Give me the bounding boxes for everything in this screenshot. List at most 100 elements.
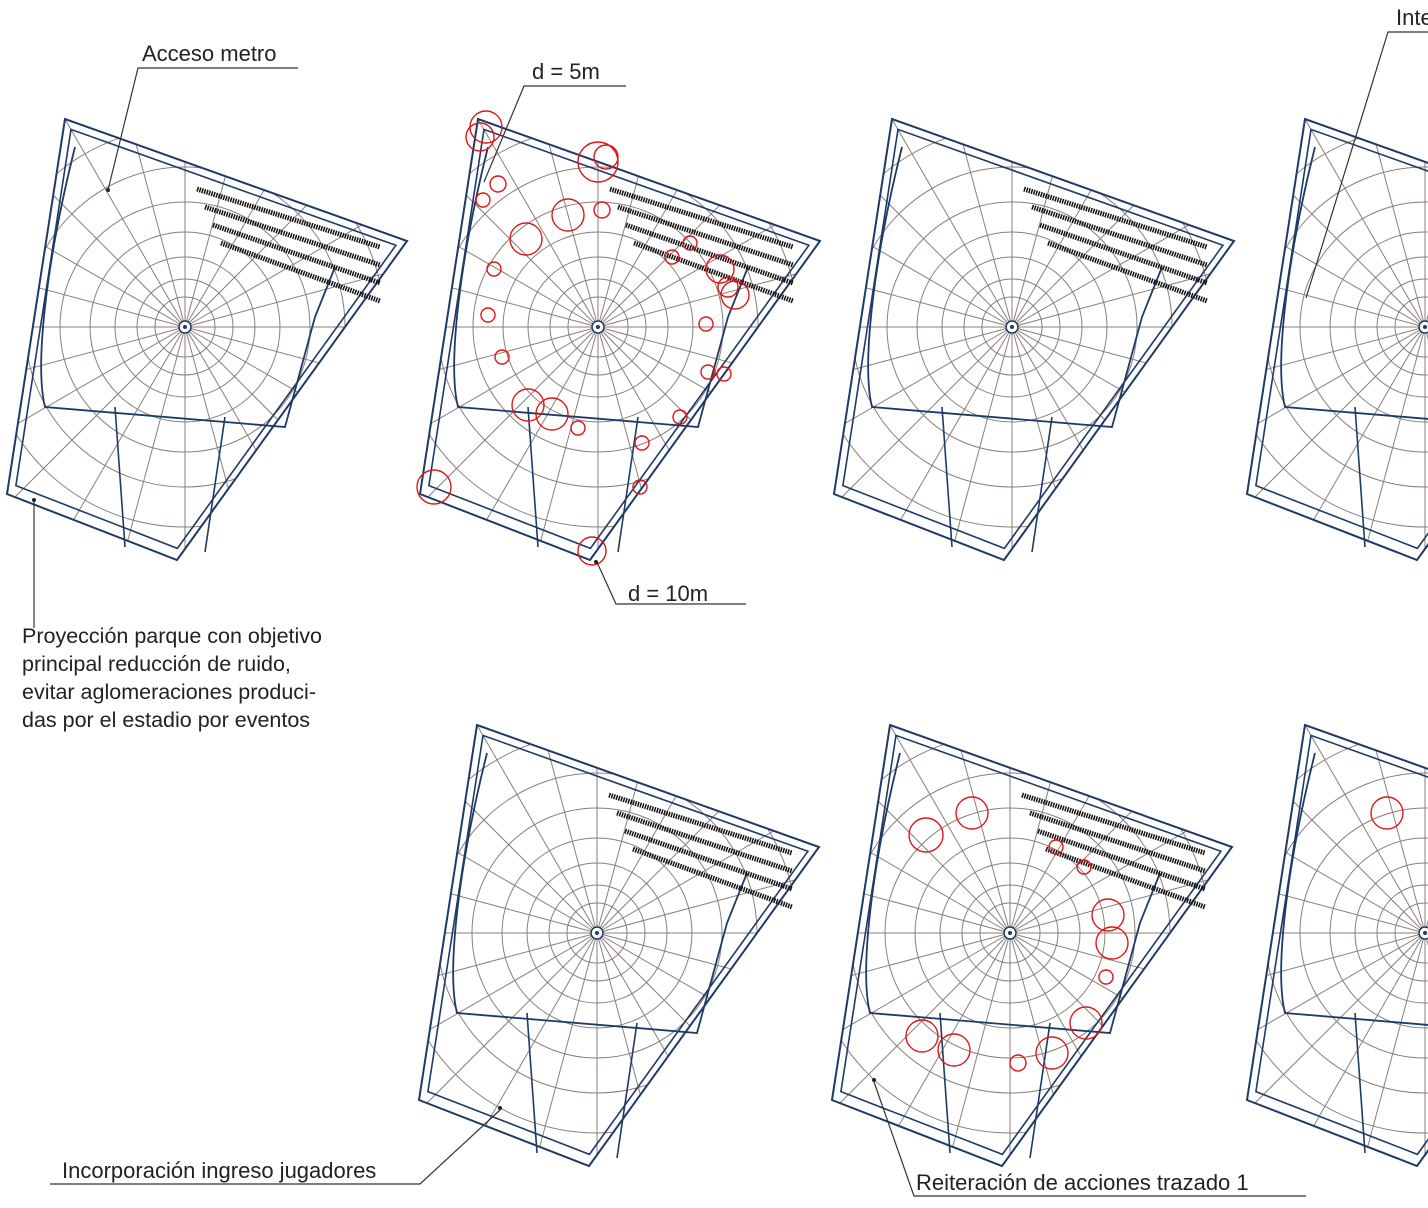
leader-dot-proyeccion [32,498,36,502]
seating-row [204,204,381,268]
center-dot [1423,931,1427,935]
intervention-circle [1035,1036,1069,1070]
walking-path [40,146,336,428]
intervention-circle [717,276,739,298]
plan-panel [832,117,1236,562]
intervention-circle [908,817,944,853]
label-inte: Inte [1396,5,1428,30]
description-line: evitar aglomeraciones produci- [22,680,316,704]
web-ring [527,256,669,398]
intervention-circle [486,261,502,277]
web-ring [548,884,646,982]
intervention-circle [632,479,648,495]
intervention-circle [1091,898,1125,932]
web-ray [7,119,186,328]
walking-path [941,406,953,548]
intervention-circle [937,1033,971,1067]
web-ring [471,807,723,1059]
web-ring [1329,231,1428,423]
intervention-circle [634,435,650,451]
plan-panels [5,110,1428,1168]
intervention-circle [1009,1054,1027,1072]
seating-row [617,204,794,268]
web-ring [526,862,668,1004]
panel-boundary [5,117,409,562]
panel-inner-boundary [840,734,1223,1156]
intervention-circle [570,420,586,436]
walking-path [867,146,1163,428]
leader-dot-incorporacion [498,1106,502,1110]
seating-row [1045,846,1206,910]
center-dot [595,931,599,935]
panel-inner-boundary [15,128,398,550]
seating-row [1047,240,1208,304]
seating-row [1021,792,1206,856]
leader-dot-reiteracion [872,1078,876,1082]
web-ring [961,884,1059,982]
web-ring [1354,256,1428,398]
walking-path [527,406,539,548]
intervention-circle [720,280,750,310]
seating-row [633,240,794,304]
seating-row [616,810,793,874]
intervention-circle [535,397,569,431]
walking-path [865,752,1161,1034]
walking-path [1354,1012,1366,1154]
intervention-circle [593,201,611,219]
intervention-circle [480,307,496,323]
seating-row [1023,186,1208,250]
web-ring [1376,278,1428,376]
walking-path [1031,416,1053,553]
panel-inner-boundary [428,128,811,550]
label-d5: d = 5m [532,59,600,84]
panel-boundary [418,117,822,562]
seating-row [1029,810,1206,874]
seating-row [212,222,381,286]
seating-row [1037,828,1206,892]
web-ray [7,166,186,328]
web-ring [979,902,1041,964]
web-ring [1354,862,1428,1004]
intervention-circle [494,349,510,365]
leader-dots [32,188,876,1110]
panel-web [832,725,1232,1166]
center-dot [1423,325,1427,329]
walking-path [1029,1022,1051,1159]
intervention-circle [577,536,607,566]
walking-path [526,1012,538,1154]
intervention-circle [1095,926,1129,960]
panel-boundary [1245,723,1428,1168]
label-acceso-metro: Acceso metro [142,41,277,66]
leader-lines [33,31,1428,1197]
web-ring [963,278,1061,376]
description-line: principal reducción de ruido, [22,652,291,676]
intervention-circle [1370,796,1404,830]
leader-d10 [595,559,746,605]
leader-d5 [483,85,626,183]
web-ring [114,256,256,398]
intervention-circle [1098,969,1114,985]
description-line: Proyección parque con objetivo [22,624,322,648]
leader-dot-d10 [594,560,598,564]
panel-inner-boundary [842,128,1225,550]
intervention-circle [705,254,735,284]
seating-row [1039,222,1208,286]
seating-row [220,240,381,304]
plan-panel [417,723,821,1168]
web-ring [1394,902,1428,964]
walking-path [939,1012,951,1154]
web-ring [567,296,629,358]
leader-dot-metro [106,188,110,192]
center-dot [183,325,187,329]
walking-path [204,416,226,553]
intervention-circle [672,409,688,425]
leader-inte [1305,31,1428,299]
intervention-circle [955,796,989,830]
center-dot [1010,325,1014,329]
web-ring [549,278,647,376]
panel-inner-boundary [427,734,810,1156]
intervention-circle [475,192,491,208]
web-ring [1299,201,1428,453]
web-ring [472,201,724,453]
web-ring [941,256,1083,398]
